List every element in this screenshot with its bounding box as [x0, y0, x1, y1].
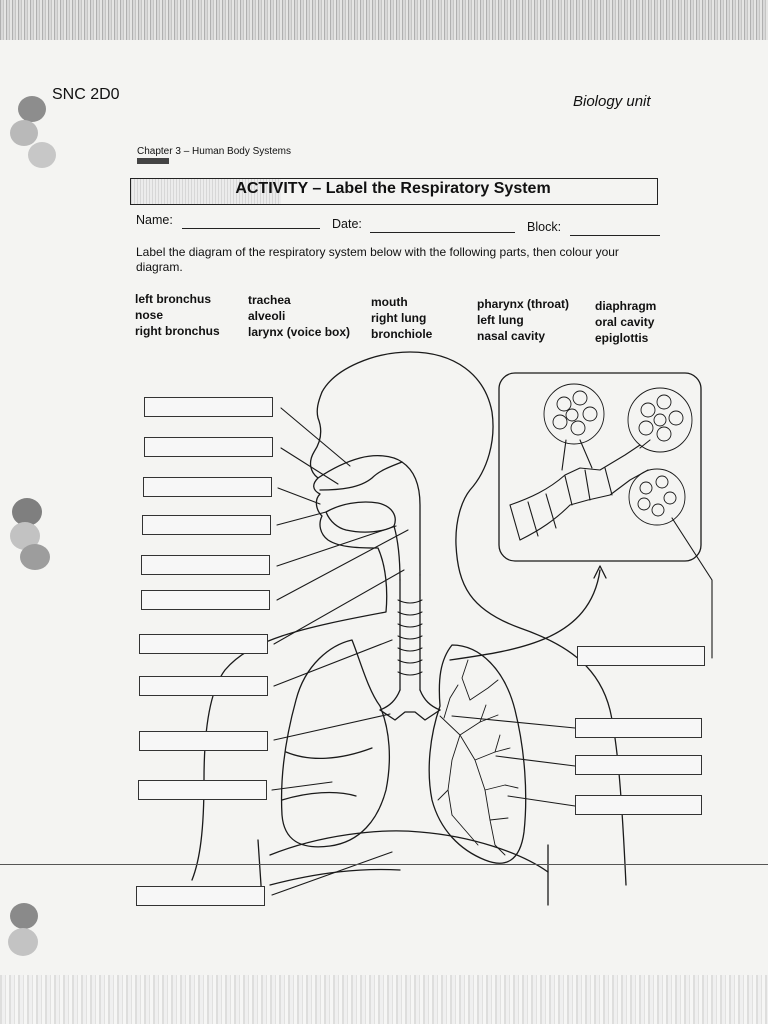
label-box-4[interactable]	[142, 515, 271, 535]
term: right lung	[371, 311, 427, 325]
term: nasal cavity	[477, 329, 546, 343]
term: right bronchus	[135, 324, 220, 338]
date-label: Date:	[332, 217, 362, 231]
term: larynx (voice box)	[248, 325, 351, 339]
label-box-11[interactable]	[136, 886, 265, 906]
word-bank-column-4: pharynx (throat) left lung nasal cavity	[477, 296, 569, 344]
unit-title: Biology unit	[573, 93, 651, 110]
left-lung	[428, 644, 527, 864]
label-box-6[interactable]	[141, 590, 270, 610]
binder-hole-mid-1	[12, 498, 42, 526]
label-box-3[interactable]	[143, 477, 272, 497]
word-bank-column-1: left bronchus nose right bronchus	[135, 291, 220, 339]
term: nose	[135, 308, 164, 322]
label-box-9[interactable]	[139, 731, 268, 751]
label-box-5[interactable]	[141, 555, 270, 575]
block-field[interactable]	[570, 235, 660, 236]
term: pharynx (throat)	[477, 297, 570, 311]
right-bronchus	[379, 689, 441, 711]
label-box-2[interactable]	[144, 437, 273, 457]
term: oral cavity	[595, 315, 655, 329]
fold-line	[0, 864, 768, 865]
term: mouth	[371, 295, 408, 309]
date-field[interactable]	[370, 232, 515, 233]
label-box-7[interactable]	[139, 634, 268, 654]
face-profile	[191, 391, 388, 881]
word-bank-column-2: trachea alveoli larynx (voice box)	[248, 292, 350, 340]
activity-title: ACTIVITY – Label the Respiratory System	[235, 180, 551, 197]
instructions: Label the diagram of the respiratory sys…	[136, 245, 619, 274]
scan-border-bottom	[0, 975, 768, 1024]
alveoli-inset	[498, 372, 702, 562]
scan-border-top	[0, 0, 768, 40]
term: epiglottis	[595, 331, 649, 345]
binder-hole-bottom-1	[10, 903, 38, 929]
chapter-label: Chapter 3 – Human Body Systems	[137, 146, 291, 157]
binder-hole-top-2	[10, 120, 38, 146]
label-box-1[interactable]	[144, 397, 273, 417]
name-field[interactable]	[182, 228, 320, 229]
name-label: Name:	[136, 213, 173, 227]
label-box-12[interactable]	[577, 646, 705, 666]
inset-arrow	[449, 569, 601, 661]
pharynx	[401, 461, 421, 576]
label-box-15[interactable]	[575, 795, 702, 815]
chapter-underline	[137, 158, 169, 164]
word-bank-column-5: diaphragm oral cavity epiglottis	[595, 298, 656, 346]
term: diaphragm	[595, 299, 657, 313]
nasal-cavity	[317, 455, 403, 491]
title-box	[130, 178, 658, 205]
label-box-10[interactable]	[138, 780, 267, 800]
binder-hole-top-1	[18, 96, 46, 122]
body-outline	[321, 351, 627, 886]
block-label: Block:	[527, 220, 562, 234]
binder-hole-top-3	[28, 142, 56, 168]
term: bronchiole	[371, 327, 433, 341]
label-box-8[interactable]	[139, 676, 268, 696]
oral-cavity	[325, 501, 396, 533]
term: left bronchus	[135, 292, 212, 306]
label-box-14[interactable]	[575, 755, 702, 775]
right-lung	[280, 639, 391, 848]
word-bank-column-3: mouth right lung bronchiole	[371, 294, 432, 342]
binder-hole-mid-3	[20, 544, 50, 570]
binder-hole-bottom-2	[8, 928, 38, 956]
diaphragm	[269, 830, 549, 873]
label-box-13[interactable]	[575, 718, 702, 738]
course-code: SNC 2D0	[52, 86, 120, 103]
pharynx-back	[393, 525, 401, 581]
term: left lung	[477, 313, 524, 327]
term: alveoli	[248, 309, 286, 323]
title-shading	[131, 179, 281, 204]
term: trachea	[248, 293, 291, 307]
